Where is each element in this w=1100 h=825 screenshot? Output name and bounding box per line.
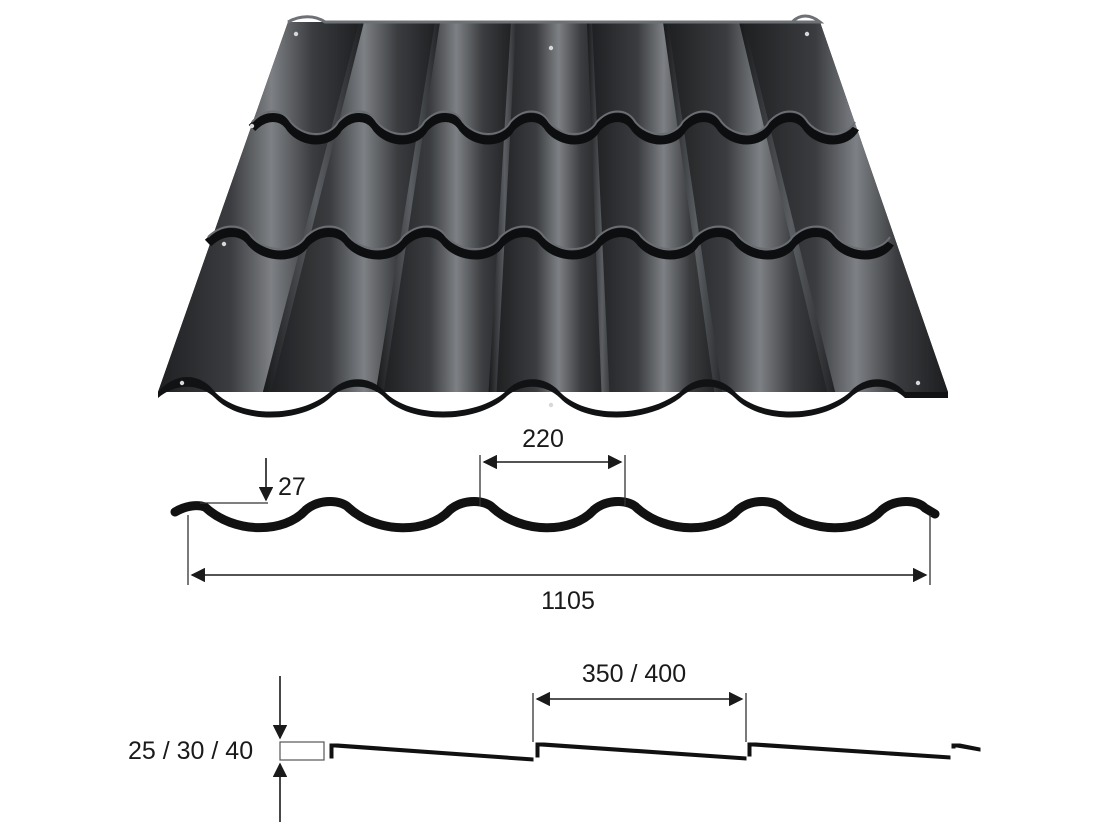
- step-length-label: 350 / 400: [582, 660, 686, 688]
- step-height-label: 25 / 30 / 40: [128, 737, 253, 765]
- sheet-channels: [158, 22, 948, 392]
- sheet-step-highlight: [251, 110, 856, 135]
- sheet-bottom-edge: [158, 377, 948, 418]
- sheet-steps: [204, 110, 894, 260]
- sheet-step-edge: [248, 113, 859, 145]
- sheet-channel: [158, 22, 364, 392]
- roof-sheet-illustration: [158, 14, 948, 418]
- wave-height-label: 27: [278, 473, 306, 501]
- step-profile-section: 25 / 30 / 40 350 / 400: [128, 660, 981, 822]
- sheet-top-edge: [287, 14, 825, 24]
- wave-pitch-label: 220: [522, 425, 564, 453]
- overall-width-label: 1105: [541, 587, 595, 615]
- screw-holes: [179, 31, 921, 408]
- sheet-step-edge: [204, 228, 894, 260]
- sheet-channel: [383, 22, 516, 392]
- sheet-step-highlight: [207, 225, 891, 250]
- wave-profile-section: 1105 220 27: [170, 425, 940, 615]
- step-height-reference: [279, 741, 325, 761]
- wave-profile-line: [170, 497, 940, 533]
- step-profile-outline: [329, 742, 981, 762]
